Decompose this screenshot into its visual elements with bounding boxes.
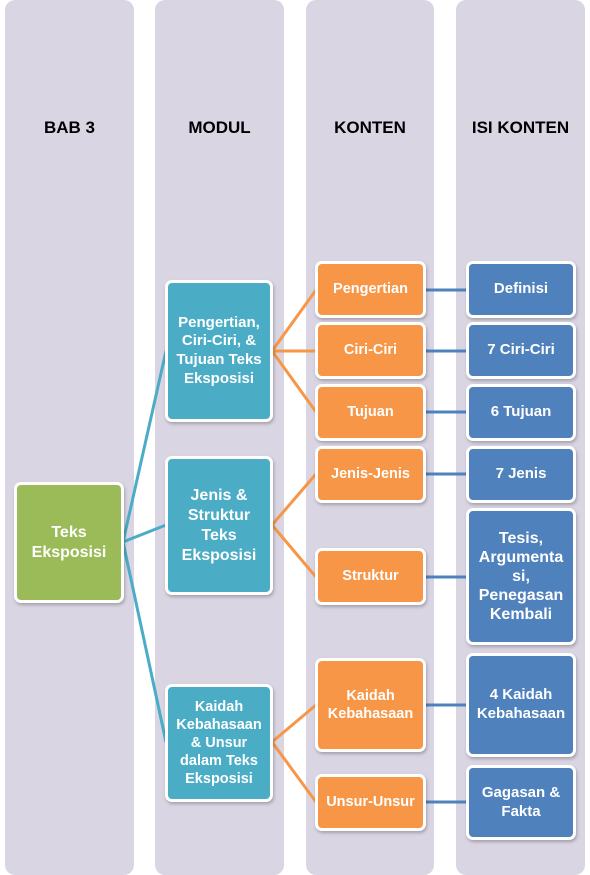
- konten-node-pengertian: Pengertian: [315, 261, 426, 318]
- column-header-modul: MODUL: [188, 118, 251, 137]
- connector-modul2-jenis: [270, 473, 318, 526]
- connector-modul3-unsur: [270, 741, 318, 803]
- connector-modul2-struktur: [270, 524, 318, 578]
- modul-node-1: Pengertian, Ciri-Ciri, & Tujuan Teks Eks…: [165, 280, 273, 422]
- modul-node-2: Jenis & Struktur Teks Eksposisi: [165, 456, 273, 595]
- isi-node-6-tujuan: 6 Tujuan: [466, 384, 576, 441]
- column-header-isi-konten: ISI KONTEN: [471, 118, 570, 137]
- konten-node-unsur-unsur: Unsur-Unsur: [315, 774, 426, 831]
- konten-node-kaidah-kebahasaan: Kaidah Kebahasaan: [315, 658, 426, 752]
- root-node-teks-eksposisi: Teks Eksposisi: [14, 482, 124, 603]
- isi-node-7-jenis: 7 Jenis: [466, 446, 576, 503]
- connector-root-modul-2: [122, 523, 167, 544]
- konten-node-tujuan: Tujuan: [315, 384, 426, 441]
- isi-node-tesis-argumentasi: Tesis, Argumenta si, Penegasan Kembali: [466, 508, 576, 645]
- konten-node-jenis-jenis: Jenis-Jenis: [315, 446, 426, 503]
- isi-node-7-ciri-ciri: 7 Ciri-Ciri: [466, 322, 576, 379]
- column-bab: BAB 3: [5, 0, 134, 875]
- connector-root-modul-1: [121, 350, 168, 543]
- connector-modul3-kaidah: [271, 703, 317, 744]
- column-header-bab: BAB 3: [43, 118, 95, 137]
- isi-node-gagasan-fakta: Gagasan & Fakta: [466, 765, 576, 840]
- konten-node-struktur: Struktur: [315, 548, 426, 605]
- isi-node-4-kaidah-kebahasaan: 4 Kaidah Kebahasaan: [466, 653, 576, 757]
- connector-modul1-pengertian: [270, 289, 318, 352]
- connector-root-modul-3: [121, 541, 168, 743]
- column-header-konten: KONTEN: [334, 118, 406, 137]
- konten-node-ciri-ciri: Ciri-Ciri: [315, 322, 426, 379]
- modul-node-3: Kaidah Kebahasaan & Unsur dalam Teks Eks…: [165, 684, 273, 802]
- connector-modul1-tujuan: [270, 350, 318, 413]
- isi-node-definisi: Definisi: [466, 261, 576, 318]
